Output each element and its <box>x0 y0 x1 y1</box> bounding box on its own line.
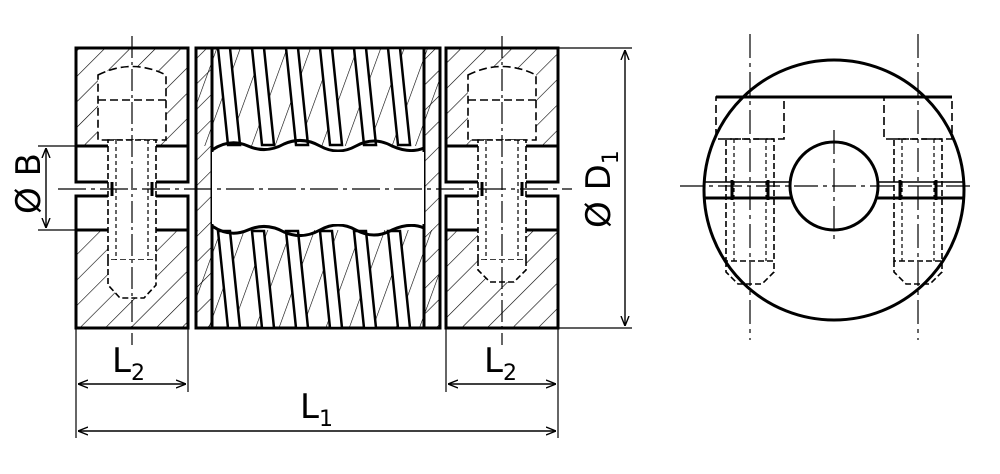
total-length-label: L <box>300 387 319 427</box>
outer-diameter-subscript: 1 <box>599 150 624 164</box>
dimension-total-length: L1 <box>78 387 556 432</box>
svg-text:Ø D1: Ø D1 <box>579 150 624 228</box>
svg-text:L1: L1 <box>300 387 333 432</box>
dimension-outer-diameter: Ø D1 <box>558 47 632 329</box>
svg-text:L2: L2 <box>112 341 145 386</box>
outer-diameter-label: Ø D <box>579 164 619 228</box>
hub-length-label-left: L <box>112 341 131 381</box>
dimension-hub-length-right: L2 <box>445 328 559 438</box>
dimension-bore: Ø B <box>9 145 76 231</box>
end-view <box>680 34 975 340</box>
hub-length-subscript-right: 2 <box>503 361 517 386</box>
hub-length-label-right: L <box>484 341 503 381</box>
left-hub <box>74 36 190 345</box>
side-view: Ø B Ø D1 L2 L2 <box>9 36 632 438</box>
helical-bellows <box>194 46 442 330</box>
svg-text:L2: L2 <box>484 341 517 386</box>
dimension-hub-length-left: L2 <box>75 328 189 438</box>
total-length-subscript: 1 <box>319 407 333 432</box>
hub-length-subscript-left: 2 <box>131 361 145 386</box>
right-hub <box>444 36 560 345</box>
bore-diameter-label: Ø B <box>9 153 49 214</box>
